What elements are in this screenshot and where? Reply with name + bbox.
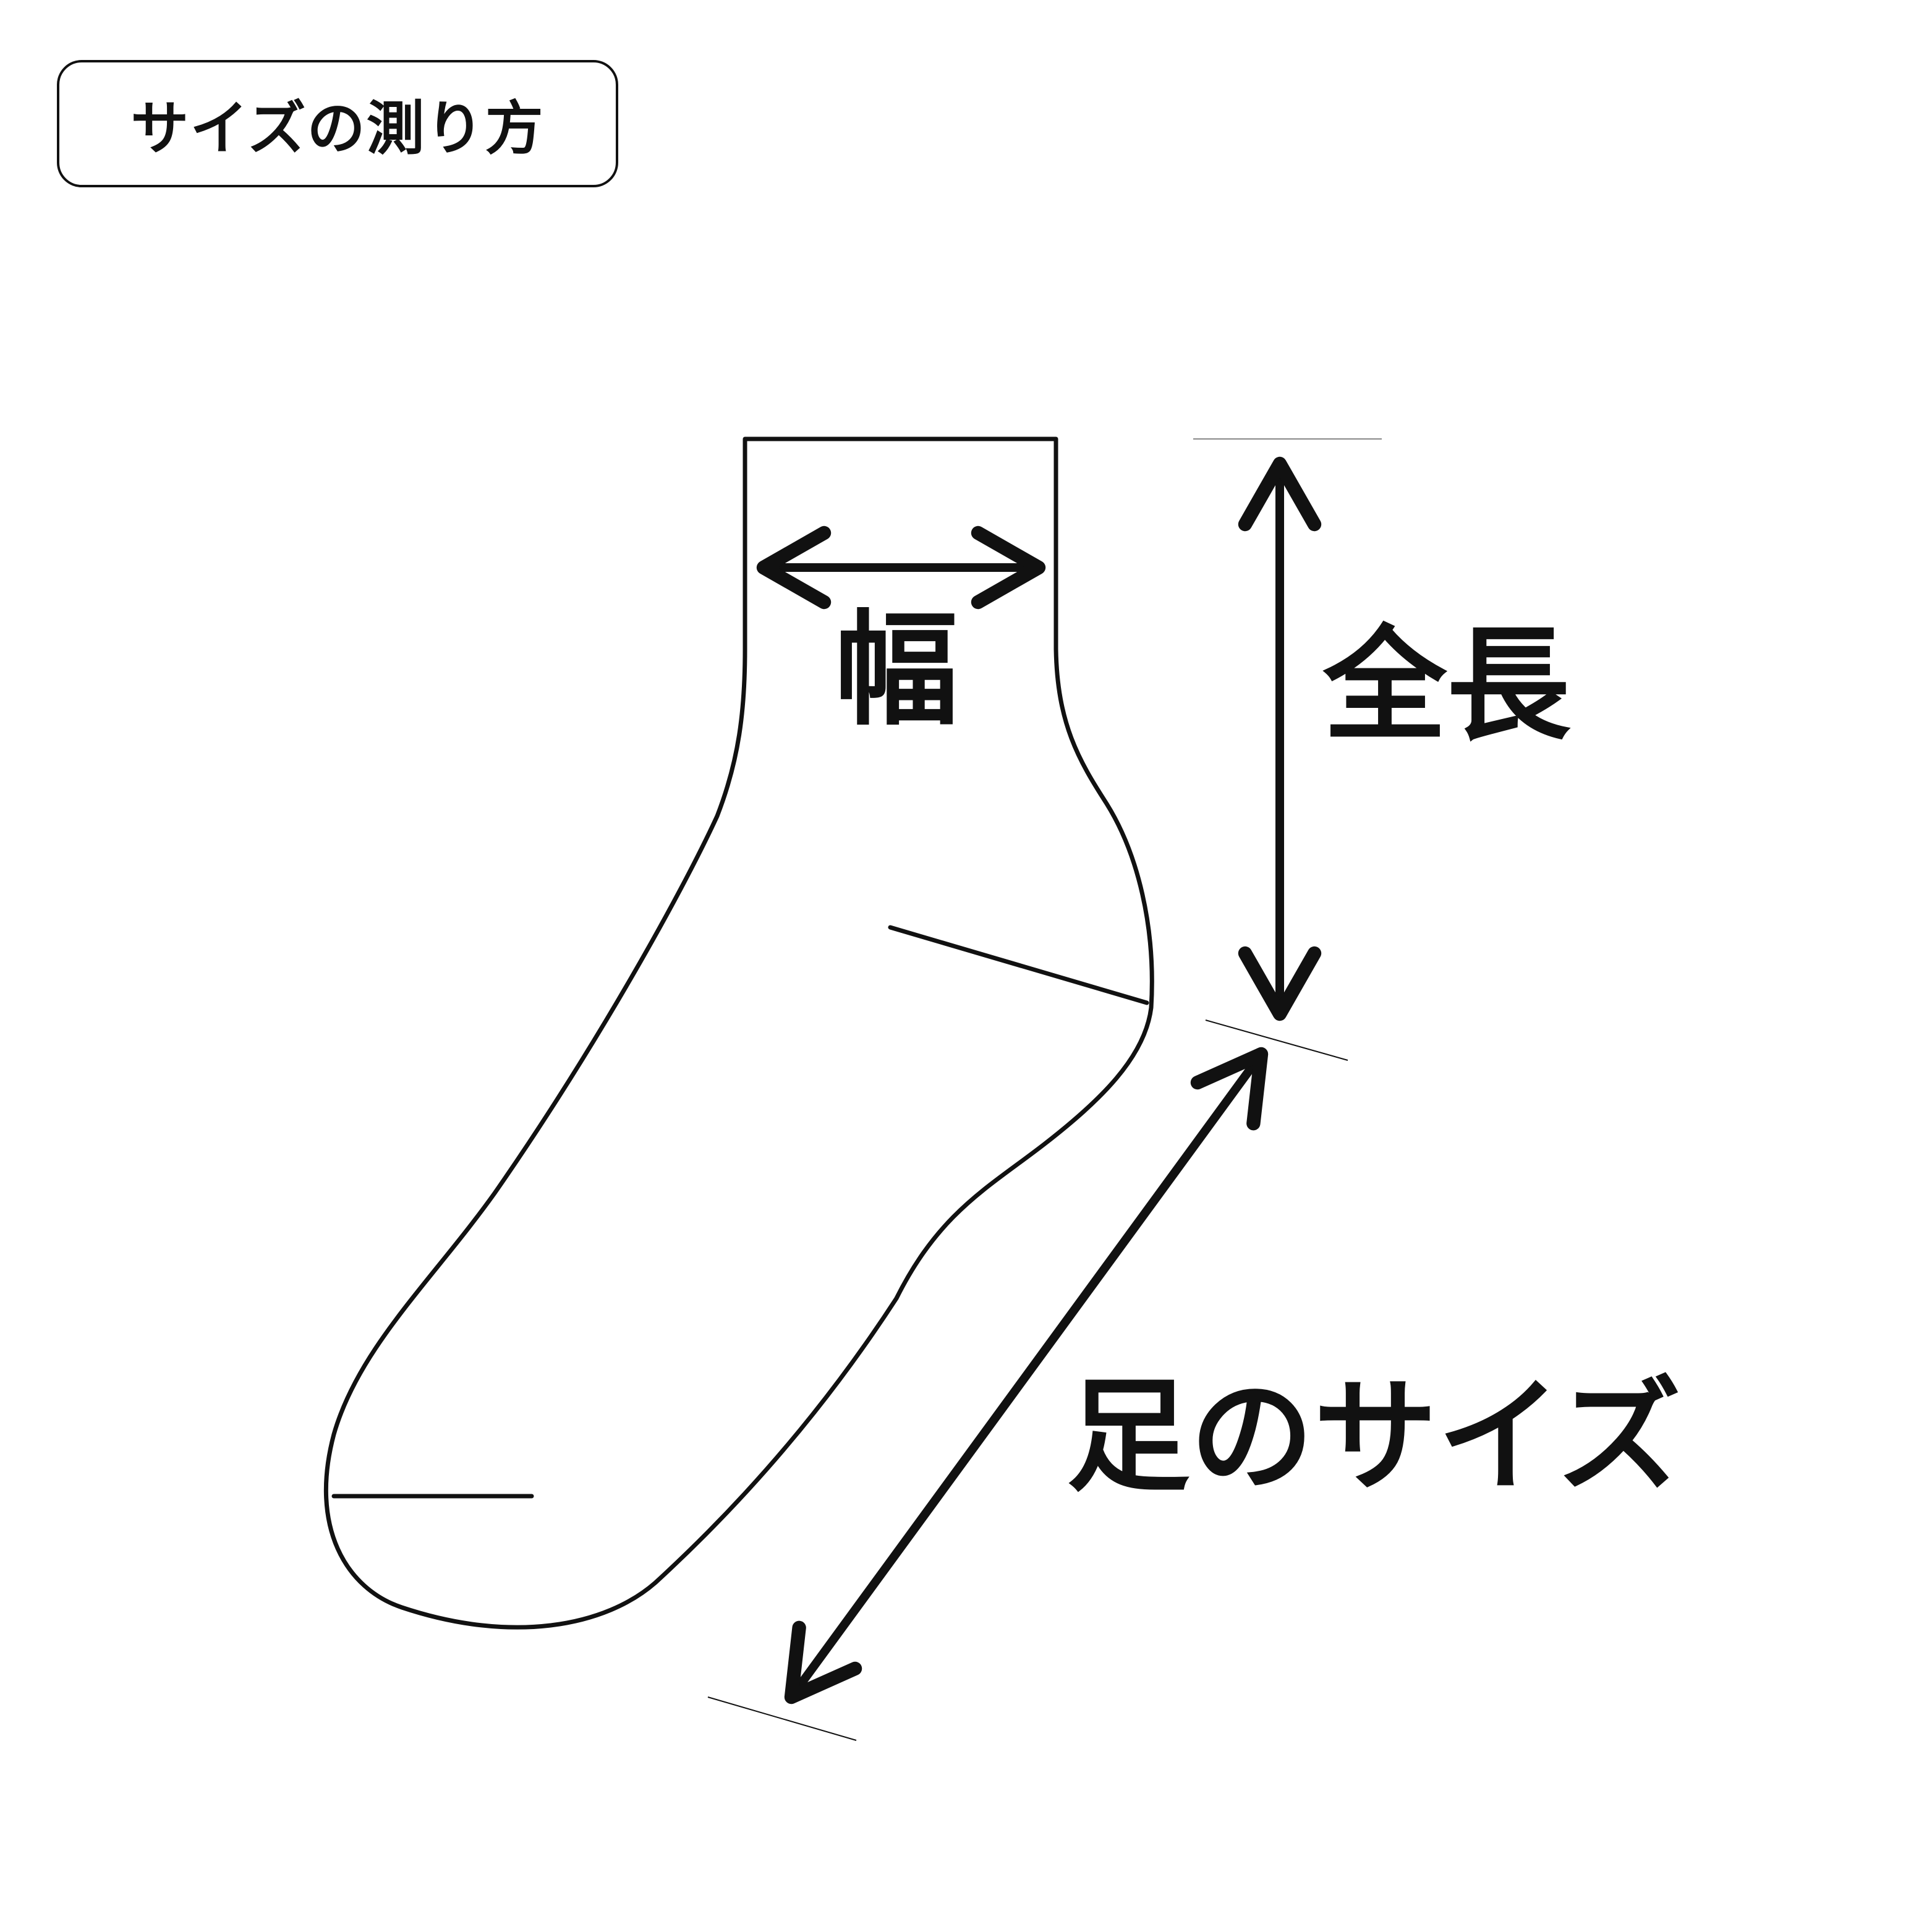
width-label: 幅 <box>835 598 959 743</box>
sock-outline <box>323 436 1154 1630</box>
page-title: サイズの測り方 <box>130 95 545 163</box>
length-guide-bottom <box>1205 1019 1348 1061</box>
foot-size-arrow <box>784 1047 1269 1704</box>
title-box: サイズの測り方 <box>57 60 618 187</box>
heel-line <box>888 925 1149 1005</box>
total-length-label: 全長 <box>1323 614 1571 758</box>
foot-size-label: 足のサイズ <box>1066 1365 1682 1509</box>
foot-guide-bottom <box>707 1696 857 1741</box>
